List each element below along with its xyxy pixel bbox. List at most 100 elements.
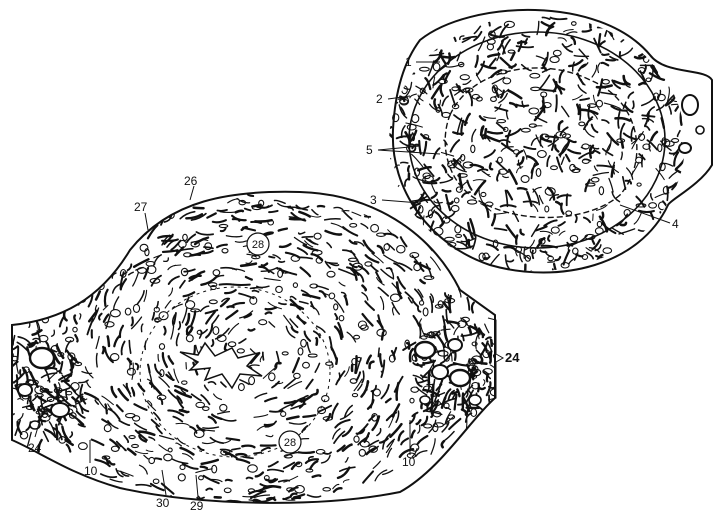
tissue-stroke — [192, 255, 200, 256]
label-1: 1 — [405, 55, 412, 69]
tissue-stroke — [0, 405, 4, 412]
tissue-stroke — [36, 302, 41, 312]
tissue-cell — [47, 283, 52, 288]
label-28-bottom: 28 — [284, 437, 296, 449]
tissue-stroke — [0, 409, 3, 418]
tissue-stroke — [606, 60, 615, 61]
tissue-stroke — [48, 264, 49, 279]
tissue-stroke — [525, 265, 526, 281]
tissue-stroke — [420, 325, 421, 338]
label-29: 29 — [190, 499, 204, 511]
circled-label-28-bottom: 28 — [279, 431, 301, 453]
label-27: 27 — [134, 200, 148, 214]
tissue-stroke — [48, 285, 54, 292]
tissue-cell — [91, 271, 99, 278]
tissue-stroke — [378, 127, 391, 131]
tissue-stroke — [424, 183, 437, 184]
tissue-stroke — [117, 209, 127, 220]
tissue-stroke — [381, 156, 391, 159]
tissue-stroke — [408, 166, 409, 171]
label-24-right: 24 — [505, 350, 520, 365]
tissue-stroke — [136, 230, 144, 232]
tissue-cell — [54, 273, 60, 276]
tissue-cell — [118, 231, 124, 235]
tissue-stroke — [290, 219, 305, 220]
tissue-stroke — [20, 370, 21, 375]
tissue-stroke — [302, 237, 312, 238]
tissue-stroke — [639, 83, 644, 85]
tissue-stroke — [103, 347, 104, 353]
tissue-cell — [0, 393, 7, 397]
tissue-stroke — [252, 507, 262, 511]
tissue-cell — [98, 248, 108, 254]
tissue-cell — [110, 248, 116, 252]
tissue-stroke — [225, 344, 226, 350]
tissue-stroke — [401, 208, 404, 213]
tissue-stroke — [574, 56, 588, 57]
tissue-stroke — [450, 263, 460, 275]
tissue-stroke — [55, 254, 62, 258]
tissue-stroke — [391, 205, 402, 209]
tissue-stroke — [226, 480, 232, 481]
tissue-stroke — [109, 227, 118, 233]
tissue-stroke — [580, 105, 581, 120]
tissue-stroke — [78, 248, 89, 255]
tissue-cell — [26, 313, 33, 320]
tissue-stroke — [111, 242, 118, 251]
tissue-stroke — [72, 293, 74, 302]
tissue-cell — [65, 284, 71, 291]
tissue-stroke — [185, 200, 190, 203]
label-28-top: 28 — [252, 239, 264, 251]
tissue-stroke — [217, 210, 227, 211]
label-3: 3 — [370, 193, 377, 207]
tissue-stroke — [62, 381, 69, 382]
tissue-stroke — [41, 274, 44, 278]
tissue-stroke — [556, 95, 557, 111]
tissue-stroke — [454, 249, 456, 262]
tissue-stroke — [299, 452, 314, 453]
tissue-stroke — [548, 262, 555, 263]
tissue-stroke — [132, 223, 138, 228]
tissue-stroke — [96, 354, 97, 367]
tissue-stroke — [318, 206, 324, 207]
tissue-stroke — [600, 264, 610, 269]
tissue-stroke — [94, 277, 99, 280]
tissue-stroke — [516, 235, 517, 244]
tissue-stroke — [107, 250, 113, 261]
tissue-stroke — [527, 271, 531, 286]
tissue-stroke — [382, 132, 392, 137]
tissue-stroke — [100, 225, 107, 235]
tissue-stroke — [48, 271, 60, 281]
tissue-stroke — [567, 194, 568, 205]
tissue-stroke — [83, 270, 85, 286]
tissue-stroke — [401, 162, 408, 163]
tissue-stroke — [316, 338, 317, 345]
label-2: 2 — [376, 92, 383, 106]
tissue-stroke — [236, 454, 246, 455]
tissue-stroke — [61, 282, 65, 287]
tissue-stroke — [579, 10, 588, 13]
tissue-stroke — [443, 190, 451, 191]
tissue-stroke — [155, 458, 161, 459]
tissue-stroke — [52, 258, 57, 261]
tissue-stroke — [497, 376, 500, 388]
circled-label-28-top: 28 — [247, 233, 269, 255]
tissue-stroke — [6, 361, 9, 365]
tissue-stroke — [254, 453, 261, 454]
tissue-stroke — [382, 174, 386, 186]
tissue-stroke — [247, 478, 253, 479]
tissue-cell — [55, 290, 61, 296]
tissue-stroke — [454, 255, 459, 259]
tissue-stroke — [518, 188, 526, 189]
tissue-stroke — [194, 208, 204, 209]
tissue-cell — [94, 241, 102, 248]
tissue-stroke — [336, 358, 337, 364]
label-5: 5 — [366, 143, 373, 157]
tissue-stroke — [73, 263, 76, 276]
tissue-stroke — [390, 185, 399, 189]
label-26: 26 — [184, 174, 198, 188]
tissue-stroke — [431, 410, 432, 417]
label-4: 4 — [672, 217, 679, 231]
